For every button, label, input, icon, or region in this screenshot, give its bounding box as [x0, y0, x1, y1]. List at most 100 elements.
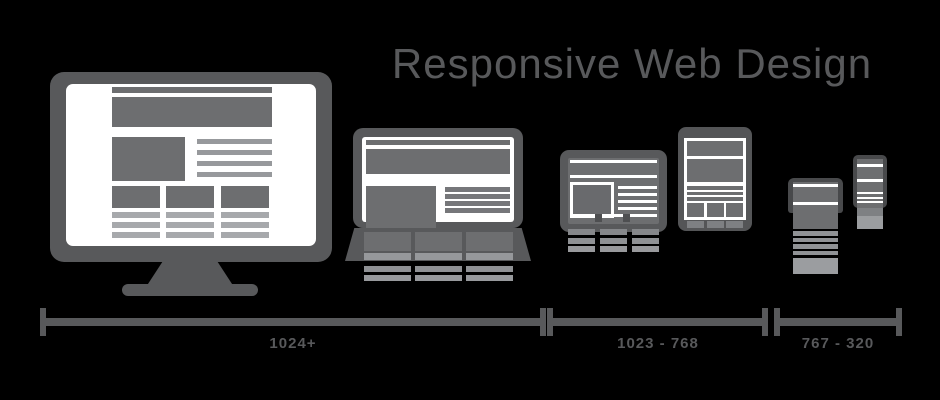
- wireframe-line: [618, 207, 657, 210]
- ruler-tick: [774, 308, 780, 336]
- overflow-line: [600, 229, 627, 235]
- wireframe-feature-block: [687, 159, 743, 182]
- wireframe-topbar: [112, 87, 272, 93]
- monitor-base: [122, 284, 258, 296]
- overflow-line: [632, 238, 659, 244]
- tablet-screen: [684, 138, 746, 220]
- tablet-screen: [568, 158, 659, 224]
- wireframe-line: [166, 232, 214, 238]
- overflow-line: [600, 238, 627, 244]
- overflow-line: [632, 229, 659, 235]
- overflow-line: [568, 229, 595, 235]
- overflow-line: [466, 275, 513, 281]
- overflow-column-block: [706, 221, 724, 228]
- wireframe-line: [687, 191, 743, 195]
- wireframe-line: [857, 179, 883, 182]
- ruler-bar: [46, 318, 540, 326]
- wireframe-column-block: [112, 186, 160, 208]
- wireframe-topbar: [366, 140, 510, 145]
- wireframe-header: [687, 141, 743, 156]
- overflow-line: [415, 253, 462, 260]
- ruler-tick: [896, 308, 902, 336]
- wireframe-feature-block: [570, 182, 614, 218]
- wireframe-line: [570, 175, 657, 178]
- overflow-line: [466, 253, 513, 260]
- wireframe-line: [618, 200, 657, 203]
- wireframe-line: [445, 187, 510, 192]
- wireframe-line: [112, 212, 160, 218]
- wireframe-line: [445, 201, 510, 206]
- wireframe-header: [112, 97, 272, 127]
- overflow-line: [364, 266, 411, 272]
- wireframe-feature-block: [366, 186, 436, 228]
- wireframe-line: [570, 160, 657, 163]
- overflow-line: [568, 246, 595, 252]
- wireframe-line: [570, 214, 657, 217]
- phone-screen: [793, 182, 838, 229]
- overflow-line: [600, 246, 627, 252]
- wireframe-line: [793, 184, 838, 187]
- wireframe-line: [618, 193, 657, 196]
- wireframe-column-gap: [623, 214, 630, 222]
- wireframe-column-gap: [595, 214, 602, 222]
- wireframe-column-block: [221, 186, 269, 208]
- ruler-bar: [553, 318, 762, 326]
- monitor-screen: [66, 84, 316, 246]
- wireframe-line: [221, 212, 269, 218]
- wireframe-line: [112, 222, 160, 228]
- wireframe-line: [687, 197, 743, 201]
- phone-screen: [857, 159, 883, 208]
- page-title: Responsive Web Design: [391, 40, 873, 87]
- wireframe-line: [197, 150, 272, 155]
- laptop-screen: [362, 137, 514, 228]
- wireframe-column-block: [687, 203, 704, 217]
- ruler-tick: [540, 308, 546, 336]
- overflow-line: [364, 275, 411, 281]
- wireframe-line: [857, 192, 883, 194]
- overflow-line: [632, 246, 659, 252]
- wireframe-line: [221, 232, 269, 238]
- wireframe-line: [445, 208, 510, 213]
- overflow-line: [568, 238, 595, 244]
- wireframe-line: [857, 196, 883, 199]
- overflow-line: [793, 231, 838, 236]
- overflow-line: [793, 250, 838, 255]
- ruler-tick: [547, 308, 553, 336]
- overflow-column-block: [687, 221, 704, 228]
- wireframe-line: [221, 222, 269, 228]
- wireframe-column-block: [166, 186, 214, 208]
- overflow-block: [793, 258, 838, 274]
- overflow-block: [857, 208, 883, 216]
- wireframe-line: [166, 222, 214, 228]
- wireframe-feature-block: [112, 137, 185, 181]
- overflow-column-block: [466, 232, 513, 251]
- ruler-bar: [780, 318, 896, 326]
- wireframe-line: [793, 202, 838, 205]
- wireframe-line: [857, 201, 883, 203]
- wireframe-line: [618, 186, 657, 189]
- wireframe-column-block: [726, 203, 743, 217]
- overflow-line: [415, 275, 462, 281]
- wireframe-line: [687, 186, 743, 190]
- wireframe-line: [197, 172, 272, 177]
- ruler-label-phone: 767 - 320: [801, 335, 875, 352]
- wireframe-line: [197, 139, 272, 144]
- wireframe-header: [366, 149, 510, 174]
- ruler-tick: [40, 308, 46, 336]
- overflow-line: [364, 253, 411, 260]
- overflow-line: [793, 237, 838, 242]
- monitor-stand: [146, 260, 234, 287]
- wireframe-line: [197, 161, 272, 166]
- overflow-line: [415, 266, 462, 272]
- overflow-line: [466, 266, 513, 272]
- wireframe-line: [857, 164, 883, 167]
- wireframe-column-block: [706, 203, 724, 217]
- ruler-tick: [762, 308, 768, 336]
- wireframe-line: [445, 194, 510, 199]
- overflow-column-block: [726, 221, 743, 228]
- overflow-line: [793, 244, 838, 249]
- ruler-label-tablet: 1023 - 768: [617, 335, 699, 352]
- ruler-label-desktop: 1024+: [269, 335, 317, 352]
- wireframe-line: [112, 232, 160, 238]
